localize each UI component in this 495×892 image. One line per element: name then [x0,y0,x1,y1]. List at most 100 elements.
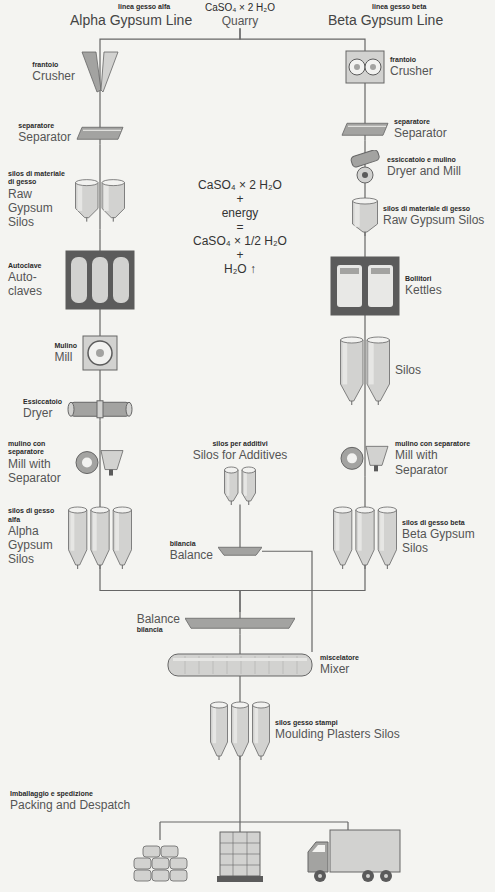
jaw-icon [80,50,120,94]
autoclave-icon [65,250,135,310]
flow-line [99,229,100,250]
step-label: Quarry [205,14,275,28]
sep-icon [341,118,389,141]
silo2-icon [75,170,125,229]
italian-label: essiccatoio e mulino [387,156,461,164]
mill-separator-node: mulino con separatoreMill with Separator [8,440,125,485]
label-block: separatoreSeparator [18,122,71,145]
packing-node: Imballaggio e spedizionePacking and Desp… [8,790,487,888]
flow-line [239,678,240,700]
step-label: CaSO₄ × 2 H₂O [205,2,275,14]
sep-icon [76,122,124,145]
label-block: Imballaggio e spedizionePacking and Desp… [10,790,130,813]
step-label: Dryer and Mill [387,164,461,178]
millsep-icon [75,440,125,485]
flow-line [99,310,100,335]
equation-text: H₂O ↑ [224,262,256,276]
label-block: AutoclaveAuto-claves [8,262,60,299]
step-label: Balance [137,612,180,626]
line-subtitle: linea gesso beta [372,3,426,11]
mixer-node: miscelatoreMixer [165,652,359,678]
silo3-icon [210,700,270,760]
flow-line [100,569,240,612]
label-block: separatoreSeparator [394,118,447,141]
italian-label: silos di materiale di gesso [8,170,70,187]
separator-node: separatoreSeparator [18,122,124,145]
mill-node: MulinoMill [54,335,118,371]
balance-icon [185,612,295,635]
silo-node: silos di materiale di gessoRaw Gypsum Si… [352,196,484,236]
step-label: Crusher [390,64,433,78]
step-label: Silos [395,363,421,377]
step-label: Separator [394,126,447,140]
italian-label: separatore [18,122,71,130]
italian-label: miscelatore [320,654,359,662]
kettle-icon [330,256,400,316]
crusher-node: frantoioCrusher [32,50,120,94]
flow-line [99,371,100,398]
dryer-node: EssiccatoioDryer [23,398,133,421]
flow-line [239,505,240,540]
italian-label: silos di materiale di gesso [383,205,484,213]
label-block: essiccatoio e mulinoDryer and Mill [387,156,461,179]
balance-node: bilanciaBalance [170,540,262,563]
flow-line [364,236,365,256]
italian-label: bilancia [137,626,180,634]
italian-label: bilancia [170,540,213,548]
step-label: Dryer [23,406,62,420]
label-block: frantoioCrusher [32,61,75,84]
label-block: mulino con separatoreMill with Separator [8,440,70,485]
label-block: bilanciaBalance [170,540,213,563]
flow-line [364,477,365,505]
silo-node: Silos [340,335,421,405]
line-title: Beta Gypsum Line [328,12,443,29]
step-label: Alpha Gypsum Silos [8,524,63,566]
quarry-node: CaSO₄ × 2 H₂OQuarry [205,2,275,28]
silo2-icon [340,335,390,405]
italian-label: mulino con separatore [395,440,488,448]
italian-label: Mulino [54,342,77,350]
silo3-icon [333,505,397,569]
silo-node: silos di materiale di gessoRaw Gypsum Si… [8,170,125,229]
balance-icon [218,540,262,563]
flow-line [100,28,240,50]
label-block: CaSO₄ × 2 H₂OQuarry [205,2,275,28]
step-label: Mill with Separator [8,457,70,485]
equation-text: CaSO₄ × 2 H₂O [198,178,282,192]
line-subtitle: linea gesso alfa [118,3,170,11]
equation-text: + [236,248,243,262]
line-title: Alpha Gypsum Line [70,12,192,29]
italian-label: Imballaggio e spedizione [10,790,130,798]
equation-text: CaSO₄ × 1/2 H₂O [193,234,287,248]
label-block: silos di materiale di gessoRaw Gypsum Si… [8,170,70,229]
italian-label: silos di gesso beta [402,519,488,527]
label-block: silos gesso stampiMoulding Plasters Silo… [275,719,400,742]
dryer-icon [67,398,133,421]
step-label: Crusher [32,69,75,83]
mixer-icon [165,652,315,678]
millsep-icon [340,440,390,477]
label-block: MulinoMill [54,342,77,365]
italian-label: silos di gesso alfa [8,507,63,524]
flow-line [364,405,365,440]
silo2-icon [224,465,256,505]
rollers-icon [345,50,385,84]
flow-line [364,184,365,196]
label-block: mulino con separatoreMill with Separator [395,440,488,477]
label-block: Silos [395,363,421,377]
step-label: Kettles [405,283,442,297]
label-block: silos di gesso betaBeta Gypsum Silos [402,519,488,556]
step-label: Raw Gypsum Silos [383,213,484,227]
equation-text: = [236,220,243,234]
mill-icon [82,335,118,371]
dryer-mill-node: essiccatoio e mulinoDryer and Mill [348,150,461,184]
step-label: Packing and Despatch [10,798,130,812]
flow-line [239,760,240,790]
step-label: Balance [170,548,213,562]
label-block: BollitoriKettles [405,275,442,298]
silo3-icon [68,505,132,569]
flow-line [364,316,365,335]
step-label: Auto-claves [8,270,60,298]
italian-label: silos per additivi [193,440,288,448]
